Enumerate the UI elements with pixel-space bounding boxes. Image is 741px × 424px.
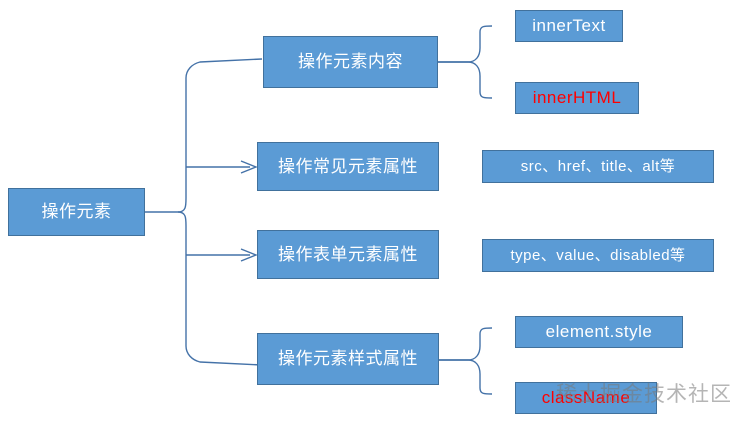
node-label: 操作常见元素属性 bbox=[278, 156, 418, 176]
node-leaf-innerhtml[interactable]: innerHTML bbox=[515, 82, 639, 114]
node-label: element.style bbox=[545, 322, 653, 342]
node-leaf-innertext[interactable]: innerText bbox=[515, 10, 623, 42]
node-branch-element-content[interactable]: 操作元素内容 bbox=[263, 36, 438, 88]
node-branch-common-attributes[interactable]: 操作常见元素属性 bbox=[257, 142, 439, 191]
node-label: type、value、disabled等 bbox=[510, 246, 686, 264]
node-label: className bbox=[541, 388, 631, 408]
node-label: 操作表单元素属性 bbox=[278, 244, 418, 264]
node-label: 操作元素样式属性 bbox=[278, 349, 418, 369]
node-label: 操作元素内容 bbox=[298, 52, 403, 72]
watermark-text: 稀土掘金技术社区 bbox=[556, 382, 732, 406]
node-leaf-common-attributes[interactable]: src、href、title、alt等 bbox=[482, 150, 714, 183]
node-label: innerHTML bbox=[532, 88, 622, 108]
node-leaf-classname[interactable]: className bbox=[515, 382, 657, 414]
node-leaf-element-style[interactable]: element.style bbox=[515, 316, 683, 348]
node-root-label: 操作元素 bbox=[41, 202, 112, 222]
node-branch-form-attributes[interactable]: 操作表单元素属性 bbox=[257, 230, 439, 279]
node-label: innerText bbox=[532, 16, 606, 36]
node-root[interactable]: 操作元素 bbox=[8, 188, 145, 236]
node-branch-style-attributes[interactable]: 操作元素样式属性 bbox=[257, 333, 439, 385]
node-leaf-form-attributes[interactable]: type、value、disabled等 bbox=[482, 239, 714, 272]
node-label: src、href、title、alt等 bbox=[520, 157, 676, 175]
